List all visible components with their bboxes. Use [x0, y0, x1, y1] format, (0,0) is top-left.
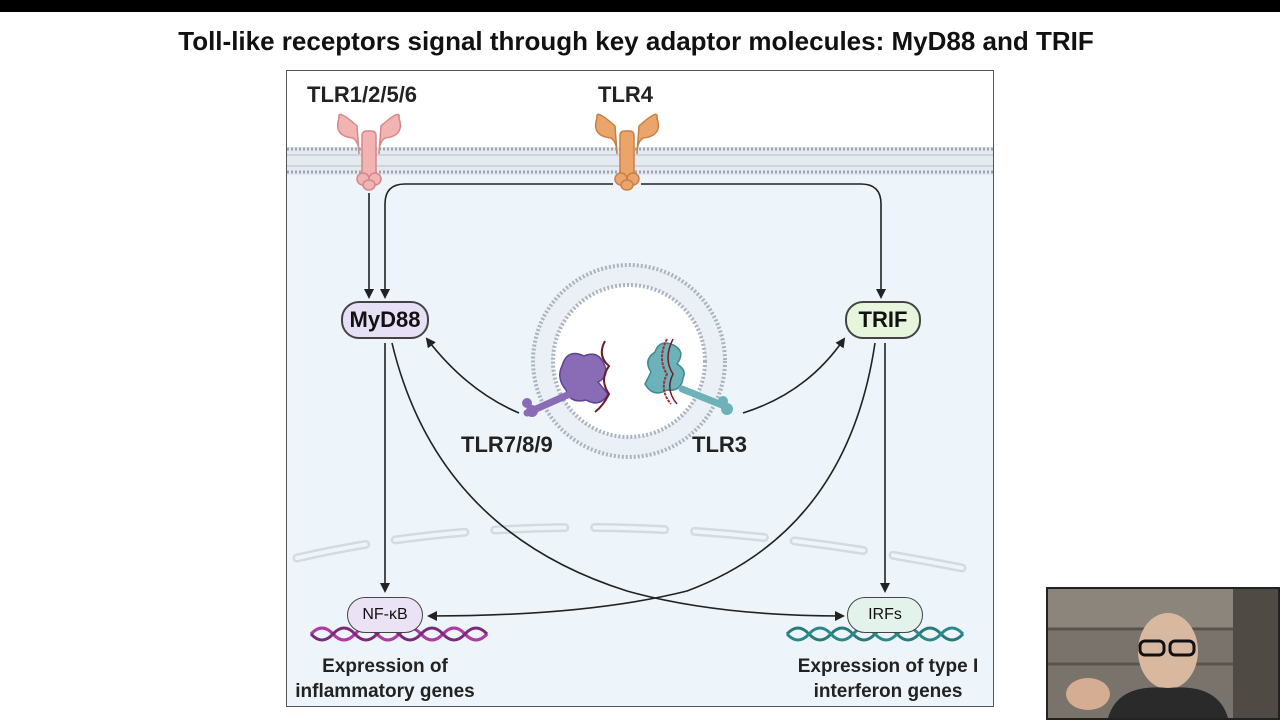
nfkb-node: NF-κB [347, 597, 423, 633]
signaling-arrows [364, 183, 890, 621]
top-black-bar [0, 0, 1280, 12]
tlr3-receptor-icon [644, 338, 733, 415]
output-interferon-line2: interferon genes [813, 681, 963, 702]
myd88-node: MyD88 [341, 301, 429, 339]
dna-inflammatory-icon [309, 626, 489, 642]
output-inflammatory-line2: inflammatory genes [295, 681, 475, 702]
endosome [531, 263, 727, 459]
label-tlr789: TLR7/8/9 [461, 432, 553, 457]
diagram-canvas [287, 113, 993, 706]
trif-node: TRIF [845, 301, 921, 339]
presenter-webcam-icon [1048, 589, 1278, 718]
label-tlr1256: TLR1/2/5/6 [307, 82, 418, 107]
dna-interferon-icon [785, 626, 965, 642]
output-interferon: Expression of type I interferon genes [783, 654, 993, 704]
output-interferon-line1: Expression of type I [797, 656, 979, 677]
label-tlr3: TLR3 [692, 432, 747, 457]
tlr789-receptor-icon [522, 340, 611, 417]
tlr1256-receptor-icon [336, 113, 402, 191]
output-inflammatory-line1: Expression of [322, 656, 448, 677]
presenter-webcam [1046, 587, 1280, 720]
irfs-node: IRFs [847, 597, 923, 633]
tlr-signaling-diagram: TLR1/2/5/6 TLR4 TLR7/8/9 TLR3 MyD88 TRIF… [286, 70, 994, 707]
output-inflammatory: Expression of inflammatory genes [287, 654, 485, 704]
plasma-membrane [287, 147, 993, 175]
slide-title: Toll-like receptors signal through key a… [178, 26, 1094, 56]
tlr4-receptor-icon [594, 113, 660, 191]
label-tlr4: TLR4 [598, 82, 653, 107]
